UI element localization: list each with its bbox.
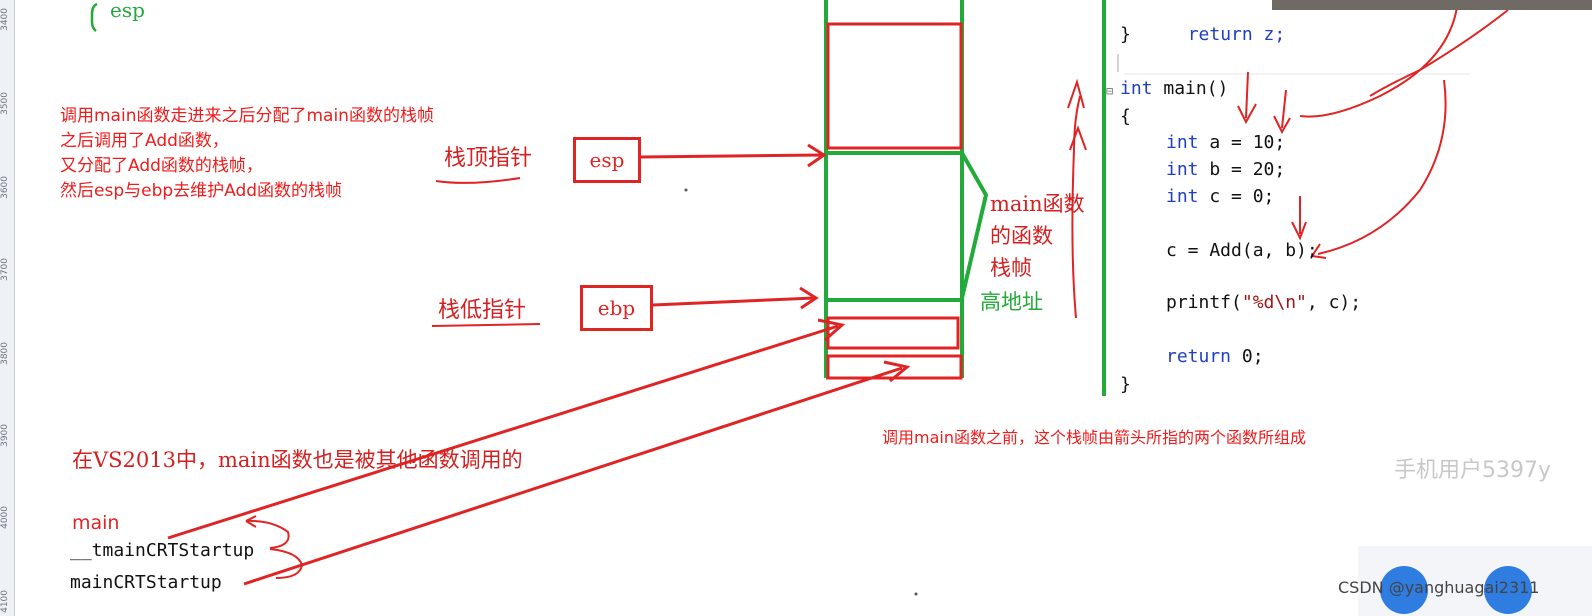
code-keyword: return [1166, 346, 1232, 367]
maincrt-arrow-head [883, 360, 911, 383]
code-return-0: return 0; [1166, 344, 1264, 370]
code-curve-3 [1317, 79, 1447, 255]
note-line: 调用main函数走进来之后分配了main函数的栈帧 [60, 106, 434, 126]
code-arrow-2 [1273, 89, 1291, 135]
code-text: , c); [1306, 292, 1362, 313]
esp-arrow [640, 153, 823, 159]
esp-arrow-head [807, 143, 827, 168]
code-decl-a: int a = 10; [1166, 130, 1285, 156]
vertical-ruler: 3400 3500 3600 3700 3800 3900 4000 4100 [0, 0, 15, 616]
code-add-call: c = Add(a, b); [1166, 240, 1318, 261]
allocation-note: 调用main函数走进来之后分配了main函数的栈帧 之后调用了Add函数， 又分… [60, 104, 434, 204]
note-line: 然后esp与ebp去维护Add函数的栈帧 [60, 181, 343, 201]
code-text: a = 10; [1198, 132, 1286, 153]
top-pointer-underline [435, 177, 521, 184]
stray-dot [684, 188, 688, 192]
call-chain-main: main [72, 512, 120, 534]
ebp-arrow-head [799, 286, 819, 310]
call-curl-1-head [245, 515, 257, 528]
high-address-arrow [1071, 95, 1081, 319]
chat-bubble-icon[interactable] [1484, 566, 1532, 614]
tmaincrt-pointer-arrow [167, 324, 839, 540]
code-curve-3-head [1310, 243, 1327, 259]
stray-dot [914, 592, 918, 596]
frame-label-line: 的函数 [990, 224, 1053, 248]
code-keyword: int [1166, 159, 1199, 180]
ebp-box: ebp [580, 285, 653, 331]
user-watermark: 手机用户5397y [1394, 458, 1552, 483]
note-line: 之后调用了Add函数， [60, 131, 229, 151]
stack-bottom-pointer-label: 栈低指针 [438, 298, 527, 323]
help-bubble-icon[interactable] [1380, 566, 1428, 614]
high-address-label: 高地址 [980, 290, 1043, 314]
before-main-note: 调用main函数之前，这个栈帧由箭头所指的两个函数所组成 [882, 428, 1306, 447]
webcam-overlay [1272, 0, 1592, 10]
ebp-arrow [652, 296, 815, 307]
code-keyword: int [1120, 78, 1153, 99]
code-return-z-text: return z; [1187, 24, 1286, 45]
vs2013-note: 在VS2013中，main函数也是被其他函数调用的 [72, 448, 523, 472]
footer-credit: CSDN @yanghuagai2311 [1338, 578, 1540, 597]
code-keyword: int [1166, 132, 1199, 153]
tmaincrt-frame-box [826, 316, 960, 350]
note-line: 又分配了Add函数的栈帧， [60, 156, 263, 176]
call-curl-1 [245, 519, 290, 549]
top-esp-label: esp [110, 0, 145, 22]
code-string: "%d\n" [1241, 292, 1307, 313]
maincrt-frame-box [826, 354, 963, 380]
frame-label-line: main函数 [990, 192, 1085, 216]
code-fold-marker: ⊟ [1106, 84, 1114, 98]
tmaincrt-arrow-head [817, 318, 846, 342]
high-address-arrow-head [1067, 78, 1085, 109]
code-text: printf( [1166, 292, 1242, 313]
code-arrow-3 [1291, 196, 1307, 241]
maincrt-pointer-arrow [243, 366, 903, 586]
call-curl-2 [269, 548, 304, 579]
bottom-pointer-underline [431, 323, 541, 327]
code-curve-1 [1299, 0, 1459, 118]
code-decl-c: int c = 0; [1166, 184, 1274, 210]
code-main-signature: int main() [1120, 76, 1228, 102]
code-close-brace-2: } [1120, 374, 1131, 395]
code-decl-b: int b = 20; [1166, 157, 1285, 183]
main-frame-label: main函数 的函数 栈帧 [990, 188, 1085, 284]
esp-bracket [90, 2, 98, 32]
code-text: c = 0; [1198, 186, 1275, 207]
code-open-brace: { [1120, 106, 1131, 127]
frame-label-line: 栈帧 [990, 256, 1032, 280]
code-text: main() [1152, 78, 1229, 99]
code-arrow-1 [1237, 71, 1257, 125]
high-address-arrow-head-2 [1069, 125, 1087, 151]
frame-chevron [960, 152, 989, 299]
code-keyword: int [1166, 186, 1199, 207]
code-text: 0; [1231, 346, 1264, 367]
add-frame-box [826, 22, 963, 150]
call-chain-tmaincrtstartup: __tmainCRTStartup [70, 540, 255, 561]
code-text: b = 20; [1198, 159, 1286, 180]
code-curve-2 [1369, 9, 1509, 97]
call-chain-maincrtstartup: mainCRTStartup [70, 572, 222, 593]
esp-box: esp [573, 137, 641, 183]
code-printf: printf("%d\n", c); [1166, 290, 1361, 316]
code-return-z: return z; [1166, 0, 1286, 48]
stack-top-pointer-label: 栈顶指针 [444, 146, 533, 171]
code-close-brace-1: } [1120, 24, 1131, 45]
